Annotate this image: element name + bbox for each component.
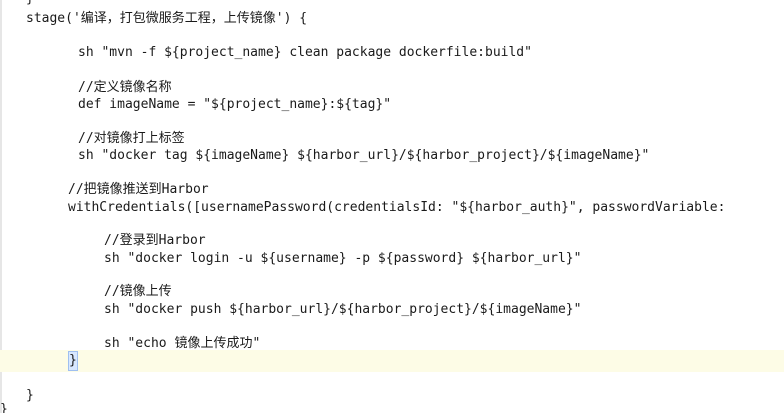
- code-line-11[interactable]: }: [26, 388, 34, 403]
- code-line-8[interactable]: sh "docker push ${harbor_url}/${harbor_p…: [104, 302, 582, 317]
- code-line-1[interactable]: }: [26, 0, 34, 10]
- code-line-4[interactable]: def imageName = "${project_name}:${tag}": [78, 97, 392, 112]
- code-line-7[interactable]: sh "docker login -u ${username} -p ${pas…: [104, 251, 582, 266]
- code-comment-2[interactable]: //对镜像打上标签: [78, 131, 185, 146]
- code-line-10[interactable]: }: [68, 350, 78, 372]
- code-line-6[interactable]: withCredentials([usernamePassword(creden…: [68, 200, 726, 215]
- matched-brace: }: [68, 351, 78, 371]
- code-line-5[interactable]: sh "docker tag ${imageName} ${harbor_url…: [78, 148, 650, 163]
- code-comment-1[interactable]: //定义镜像名称: [78, 80, 172, 95]
- code-line-12[interactable]: }: [0, 402, 8, 413]
- current-line-highlight: [0, 350, 784, 372]
- code-comment-3[interactable]: //把镜像推送到Harbor: [68, 182, 209, 197]
- code-line-3[interactable]: sh "mvn -f ${project_name} clean package…: [78, 45, 532, 60]
- code-comment-4[interactable]: //登录到Harbor: [104, 233, 206, 248]
- gutter-divider: [0, 0, 2, 413]
- code-line-9[interactable]: sh "echo 镜像上传成功": [104, 336, 261, 351]
- code-line-2[interactable]: stage('编译，打包微服务工程，上传镜像') {: [26, 11, 308, 26]
- code-comment-5[interactable]: //镜像上传: [104, 284, 172, 299]
